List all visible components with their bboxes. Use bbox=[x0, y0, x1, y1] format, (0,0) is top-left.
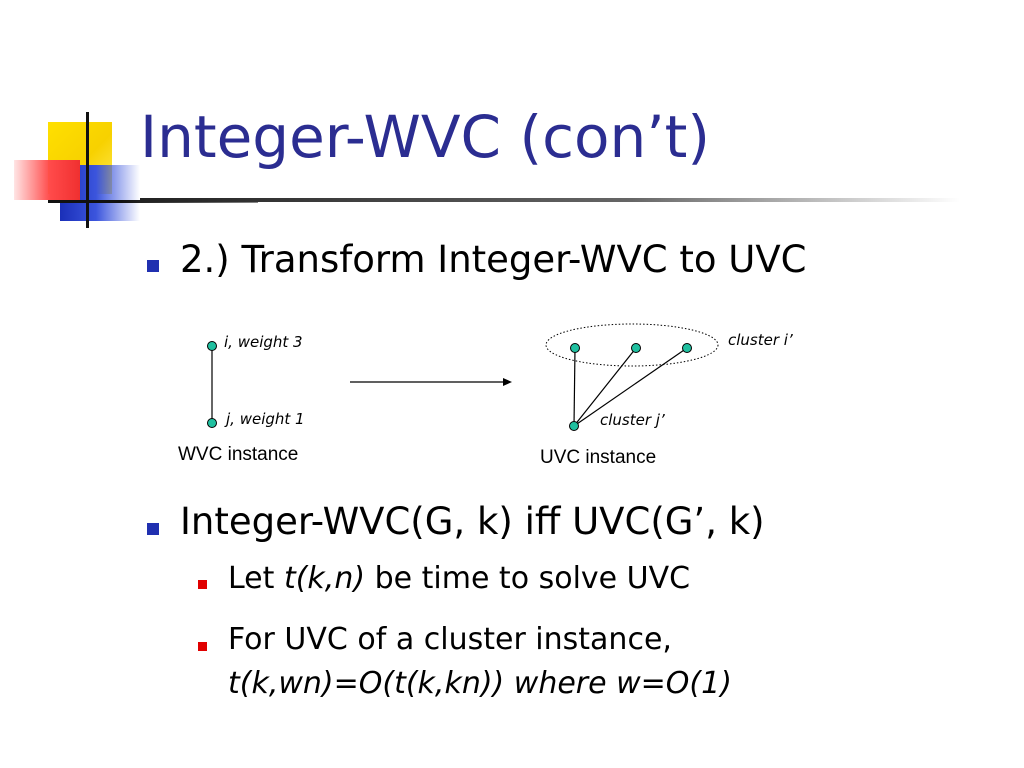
wvc-caption: WVC instance bbox=[178, 444, 299, 465]
wvc-node-i-label: i, weight 3 bbox=[224, 333, 303, 351]
slide-title: Integer-WVC (con’t) bbox=[140, 103, 711, 171]
cluster-j-label: cluster j’ bbox=[600, 411, 665, 429]
sub-bullet-2-line-2: t(k,wn)=O(t(k,kn)) where w=O(1) bbox=[228, 666, 732, 701]
title-underline bbox=[140, 198, 960, 202]
uvc-node-i1 bbox=[570, 343, 580, 353]
sub-bullet-1: Let t(k,n) be time to solve UVC bbox=[228, 561, 691, 597]
sub-bullet-2-line-1: For UVC of a cluster instance, bbox=[228, 622, 672, 657]
uvc-edge-2 bbox=[573, 347, 637, 427]
uvc-node-i3 bbox=[682, 343, 692, 353]
uvc-edge-3 bbox=[573, 347, 688, 427]
bullet-1: 2.) Transform Integer-WVC to UVC bbox=[180, 238, 807, 281]
decor-red-bar bbox=[14, 160, 80, 200]
uvc-caption: UVC instance bbox=[540, 447, 657, 468]
sub-bullet-1-post: be time to solve UVC bbox=[365, 561, 691, 596]
cluster-i-ellipse bbox=[545, 323, 719, 367]
transform-arrow-head bbox=[503, 378, 512, 386]
sub-bullet-marker-2 bbox=[198, 642, 207, 651]
sub-bullet-marker-1 bbox=[198, 580, 207, 589]
sub-bullet-1-italic: t(k,n) bbox=[283, 561, 366, 596]
wvc-node-i bbox=[207, 341, 217, 351]
wvc-node-j-label: j, weight 1 bbox=[226, 410, 305, 428]
bullet-2: Integer-WVC(G, k) iff UVC(G’, k) bbox=[180, 500, 765, 543]
uvc-edge-1 bbox=[573, 347, 576, 427]
uvc-node-i2 bbox=[631, 343, 641, 353]
sub-bullet-1-pre: Let bbox=[228, 561, 284, 596]
decor-vertical-line bbox=[86, 112, 89, 228]
uvc-node-j bbox=[569, 421, 579, 431]
cluster-i-label: cluster i’ bbox=[728, 331, 793, 349]
bullet-marker-2 bbox=[147, 523, 159, 535]
bullet-marker-1 bbox=[147, 260, 159, 272]
wvc-node-j bbox=[207, 418, 217, 428]
